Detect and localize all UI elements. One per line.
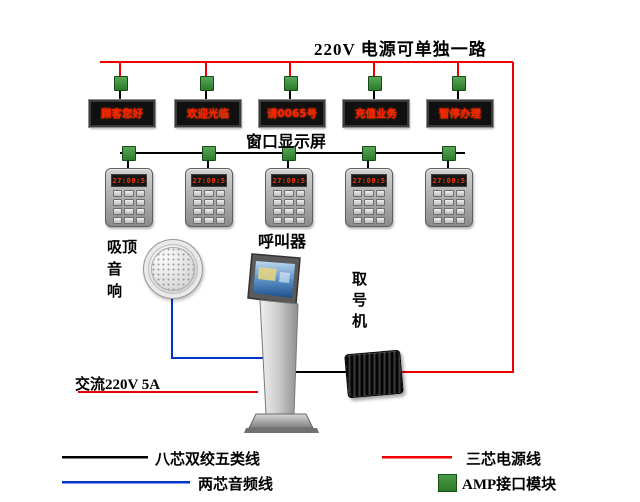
ticket-kiosk <box>244 253 319 433</box>
led-text: 欢迎光临 <box>187 108 229 120</box>
speaker-label: 吸顶 音 响 <box>107 237 137 303</box>
ceiling-speaker <box>143 239 203 299</box>
amp-interface-module <box>344 349 404 399</box>
legend-cat5-label: 八芯双绞五类线 <box>155 452 261 468</box>
amp-connector-icon <box>202 146 216 161</box>
kiosk-base-plate <box>244 428 319 433</box>
caller-device-3: 27:00:5 <box>265 168 313 227</box>
amp-connector-icon <box>362 146 376 161</box>
kiosk-label: 取 号 机 <box>352 270 367 333</box>
caller-device-4: 27:00:5 <box>345 168 393 227</box>
led-text: 顾客您好 <box>101 108 143 120</box>
kiosk-label-char: 号 <box>352 293 368 309</box>
caller-keypad <box>113 190 145 224</box>
amp-connector-icon <box>282 146 296 161</box>
amp-connector-icon <box>368 76 382 91</box>
power-lines <box>78 61 514 393</box>
caller-lcd: 27:00:5 <box>271 174 307 187</box>
legend-amp-swatch-icon <box>438 474 457 492</box>
caller-lcd-text: 27:00:5 <box>432 176 466 185</box>
audio-line-speaker <box>171 296 264 359</box>
window-display-3: 请0065号 <box>259 100 325 127</box>
speaker-label-line: 吸顶 <box>107 240 138 256</box>
caller-lcd-text: 27:00:5 <box>112 176 146 185</box>
caller-keypad <box>273 190 305 224</box>
caller-label: 呼叫器 <box>258 234 307 251</box>
caller-lcd: 27:00:5 <box>111 174 147 187</box>
caller-lcd: 27:00:5 <box>431 174 467 187</box>
amp-connector-icon <box>452 76 466 91</box>
speaker-label-line: 响 <box>107 284 123 300</box>
caller-device-2: 27:00:5 <box>185 168 233 227</box>
power-note-title: 220V 电源可单独一路 <box>314 40 487 59</box>
amp-connector-icon <box>114 76 128 91</box>
legend-amp-label: AMP接口模块 <box>462 477 557 493</box>
caller-lcd-text: 27:00:5 <box>192 176 226 185</box>
amp-connector-icon <box>200 76 214 91</box>
caller-lcd-text: 27:00:5 <box>352 176 386 185</box>
caller-device-1: 27:00:5 <box>105 168 153 227</box>
caller-lcd: 27:00:5 <box>351 174 387 187</box>
caller-lcd-text: 27:00:5 <box>272 176 306 185</box>
led-text: 请0065号 <box>266 108 318 120</box>
power-line-right <box>402 62 514 373</box>
window-display-4: 充值业务 <box>343 100 409 127</box>
kiosk-label-char: 机 <box>352 314 368 330</box>
kiosk-screen-content <box>258 267 277 281</box>
window-display-2: 欢迎光临 <box>175 100 241 127</box>
window-display-1: 顾客您好 <box>89 100 155 127</box>
led-text: 暂停办理 <box>439 108 481 120</box>
led-text: 充值业务 <box>355 108 397 120</box>
caller-keypad <box>353 190 385 224</box>
kiosk-screen-highlight <box>279 272 290 283</box>
kiosk-base <box>248 413 314 429</box>
ac-power-label: 交流220V 5A <box>75 377 161 393</box>
caller-device-5: 27:00:5 <box>425 168 473 227</box>
amp-connector-icon <box>442 146 456 161</box>
window-display-5: 暂停办理 <box>427 100 493 127</box>
kiosk-label-char: 取 <box>352 272 368 288</box>
kiosk-body <box>259 299 299 415</box>
caller-keypad <box>193 190 225 224</box>
speaker-label-line: 音 <box>107 262 123 278</box>
caller-keypad <box>433 190 465 224</box>
legend-power-label: 三芯电源线 <box>466 452 542 468</box>
caller-lcd: 27:00:5 <box>191 174 227 187</box>
audio-lines <box>171 296 264 359</box>
amp-connector-icon <box>284 76 298 91</box>
window-displays-label: 窗口显示屏 <box>246 134 327 151</box>
amp-connector-icon <box>122 146 136 161</box>
legend-audio-label: 两芯音频线 <box>198 477 274 493</box>
